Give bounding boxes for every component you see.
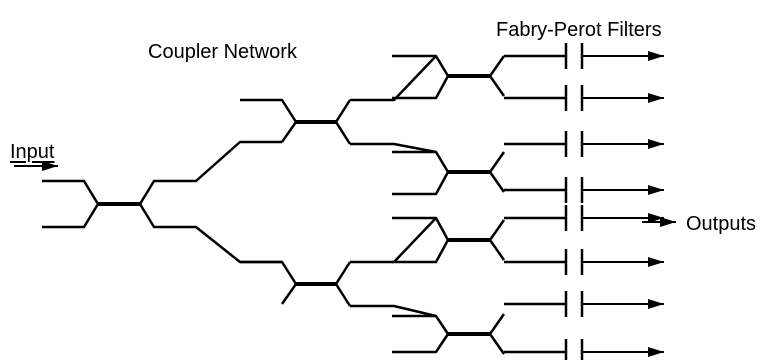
branch-upper <box>138 140 282 205</box>
branch-s2c <box>350 217 437 264</box>
branch-s2b <box>350 142 437 154</box>
fabry-perot-filters-label: Fabry-Perot Filters <box>496 19 662 41</box>
stage3-in-1 <box>392 150 450 196</box>
stage3-in-3 <box>392 314 450 354</box>
stage2-in-0 <box>240 98 298 143</box>
input-label: Input <box>10 141 55 163</box>
branch-s2d <box>350 304 437 318</box>
stage3-out-2 <box>488 219 506 261</box>
stage3-out-3 <box>488 313 506 355</box>
waveguide-network <box>42 51 664 357</box>
filter-bank <box>564 43 584 360</box>
stage2-out-0 <box>334 99 352 145</box>
coupler-network-label: Coupler Network <box>148 41 297 63</box>
outputs-label: Outputs <box>686 213 757 235</box>
stage2-out-1 <box>334 261 352 307</box>
stage3-out-1 <box>488 151 506 193</box>
stage2-in-1 <box>240 260 298 305</box>
input-waveguides <box>42 179 100 229</box>
branch-s2a <box>350 55 437 102</box>
stage3-out-0 <box>488 55 506 97</box>
branch-lower <box>138 203 282 264</box>
